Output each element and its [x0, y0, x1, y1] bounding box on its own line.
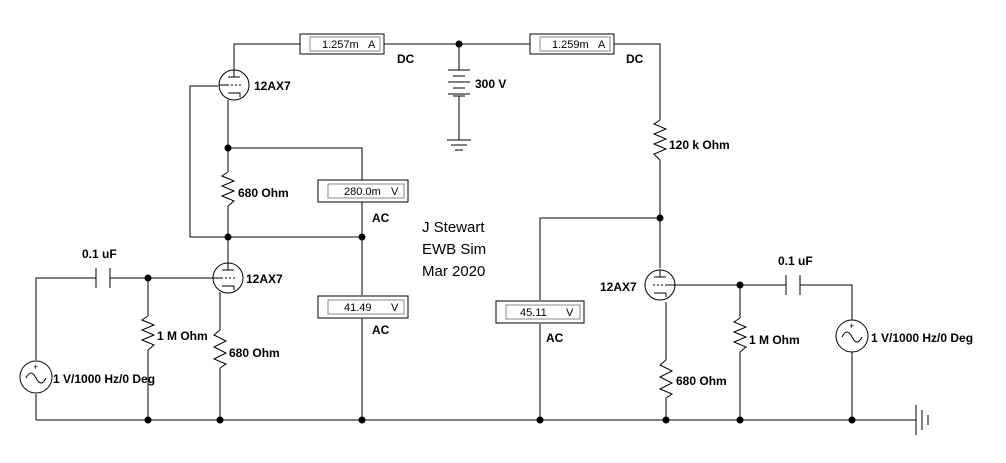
junctions: [144, 40, 856, 424]
r-cath-right: [658, 359, 674, 399]
capacitor-icon[interactable]: [95, 268, 111, 288]
junction-dot: [224, 144, 232, 152]
meter-reading: 1.259m: [552, 39, 589, 51]
ground-icon: [915, 405, 929, 435]
tube-v2-label: 12AX7: [246, 272, 283, 286]
c-right-label: 0.1 uF: [778, 254, 813, 268]
junction-dot: [358, 416, 366, 424]
junction-dot: [144, 274, 152, 282]
svg-text:+: +: [849, 321, 854, 331]
top-rail-wire: [233, 43, 300, 70]
junction-dot: [848, 416, 856, 424]
r-cath-right-label: 680 Ohm: [676, 374, 727, 388]
ammeter-a1[interactable]: 1.257m A: [299, 33, 385, 55]
battery-icon[interactable]: [448, 69, 470, 97]
resistor-icon[interactable]: [652, 119, 668, 161]
resistor-icon[interactable]: [220, 171, 236, 207]
r-grid-left-label: 1 M Ohm: [157, 329, 208, 343]
junction-dot: [662, 416, 670, 424]
junction-dot: [736, 416, 744, 424]
wires: [35, 43, 916, 421]
junction-dot: [224, 233, 232, 241]
r-grid-right-label: 1 M Ohm: [749, 333, 800, 347]
r-cath-top: [220, 171, 236, 207]
meter-reading: 45.11: [520, 307, 547, 319]
src-right-label: 1 V/1000 Hz/0 Deg: [871, 331, 973, 345]
upper-tube-feedback-wire: [189, 85, 228, 238]
r-cath-left: [212, 329, 228, 369]
tube-v1-label: 12AX7: [254, 79, 291, 93]
meter-mode-label: DC: [626, 52, 644, 66]
meter-mode-label: AC: [372, 323, 390, 337]
wire-to-vm1: [228, 147, 363, 180]
junction-dot: [536, 416, 544, 424]
r-grid-left: [140, 315, 156, 351]
meter-display: [539, 36, 611, 52]
meter-display: [505, 304, 581, 320]
meter-unit: A: [368, 39, 376, 51]
junction-dot: [216, 416, 224, 424]
resistor-icon[interactable]: [732, 317, 748, 353]
meter-mode-label: AC: [372, 211, 390, 225]
left-input-wire: [35, 277, 96, 360]
c-right-to-src: [800, 284, 853, 320]
credit-line-2: EWB Sim: [422, 241, 486, 258]
svg-text:+: +: [33, 362, 38, 372]
junction-dot: [656, 214, 664, 222]
resistor-icon[interactable]: [658, 359, 674, 399]
meter-unit: A: [598, 39, 606, 51]
credit-line-3: Mar 2020: [422, 263, 485, 280]
junction-dot: [144, 416, 152, 424]
meter-unit: V: [566, 307, 574, 319]
voltmeter-vm3[interactable]: 45.11 V: [495, 300, 585, 324]
capacitor-icon[interactable]: [785, 275, 801, 295]
battery-label: 300 V: [475, 77, 506, 91]
wire-to-vm3: [539, 217, 660, 300]
junction-dot: [736, 281, 744, 289]
vacuum-triode-icon[interactable]: [218, 69, 250, 101]
ac-source-icon[interactable]: +: [19, 360, 53, 394]
resistor-icon[interactable]: [212, 329, 228, 369]
ammeter-a2[interactable]: 1.259m A: [529, 33, 615, 55]
meter-display: [309, 36, 381, 52]
voltmeter-vm1[interactable]: 280.0m V: [317, 179, 409, 203]
meter-reading: 280.0m: [344, 186, 381, 198]
ground-icon: [447, 139, 471, 151]
meter-unit: V: [391, 302, 399, 314]
r-grid-right: [732, 317, 748, 353]
vacuum-triode-icon[interactable]: [212, 262, 244, 294]
resistor-icon[interactable]: [140, 315, 156, 351]
meter-reading: 1.257m: [322, 39, 359, 51]
credit-line-1: J Stewart: [422, 219, 485, 236]
ac-source-icon[interactable]: +: [835, 319, 869, 353]
voltmeter-vm2[interactable]: 41.49 V: [317, 295, 409, 319]
junction-dot: [358, 233, 366, 241]
meter-display: [327, 183, 405, 199]
r-plate-label: 120 k Ohm: [669, 138, 730, 152]
src-left-label: 1 V/1000 Hz/0 Deg: [53, 372, 155, 386]
tube-v3-label: 12AX7: [600, 280, 637, 294]
vacuum-triode-icon[interactable]: [644, 269, 676, 301]
meter-unit: V: [391, 186, 399, 198]
junction-dot: [455, 40, 463, 48]
c-left-label: 0.1 uF: [82, 247, 117, 261]
meter-mode-label: DC: [397, 52, 415, 66]
r-cath-left-label: 680 Ohm: [229, 346, 280, 360]
wire-a2-to-rplate: [614, 43, 661, 120]
meter-reading: 41.49: [344, 302, 372, 314]
r-cath-top-label: 680 Ohm: [238, 186, 289, 200]
r-plate: [652, 119, 668, 161]
meter-display: [327, 299, 405, 315]
meter-mode-label: AC: [546, 331, 564, 345]
